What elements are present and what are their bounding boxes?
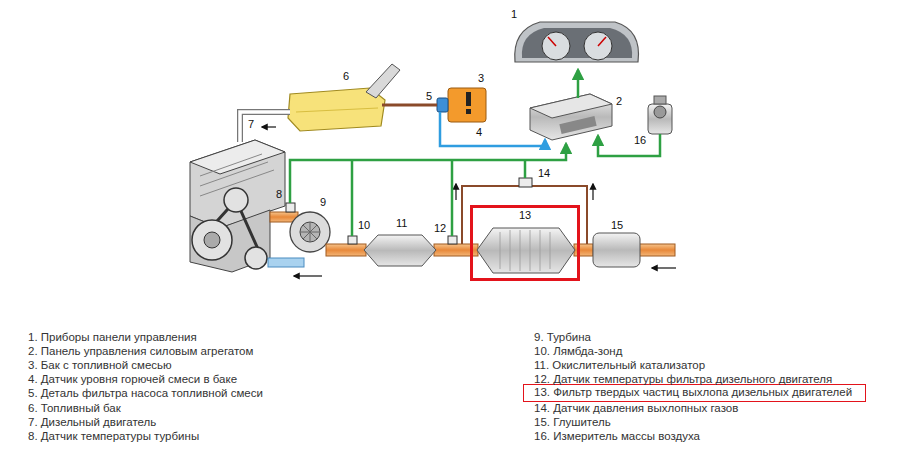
callout-number: 7	[248, 118, 254, 130]
mixture-tank	[437, 88, 486, 122]
callout-number: 11	[396, 217, 407, 229]
engine-control-unit	[530, 94, 612, 140]
sensor	[286, 178, 532, 244]
callout-number: 13	[475, 209, 575, 222]
callout-number: 15	[611, 219, 623, 231]
legend-item: 13. Фильтр твердых частиц выхлопа дизель…	[534, 386, 855, 400]
callout-number: 9	[320, 196, 326, 208]
callout-number: 12	[434, 222, 446, 234]
legend-item: 12. Датчик температуры фильтра дизельног…	[534, 373, 832, 386]
legend-item: 14. Датчик давления выхлопных газов	[534, 402, 738, 415]
turbocharger	[290, 212, 330, 252]
legend-item: 4. Датчик уровня горючей смеси в баке	[28, 373, 237, 386]
fuel-feed-line-core	[240, 112, 290, 142]
oxidation-catalyst	[364, 235, 436, 266]
highlight-frame: 13	[470, 205, 580, 281]
legend-item: 7. Дизельный двигатель	[28, 416, 156, 429]
callout-number: 1	[511, 8, 517, 20]
fuel-feed-line	[240, 112, 290, 142]
legend-item: 3. Бак с топливной смесью	[28, 359, 172, 372]
legend-item: 10. Лямбда-зонд	[534, 345, 622, 358]
legend-item: 9. Турбина	[534, 331, 591, 344]
fuel-return-line	[382, 104, 437, 107]
fuel-tank	[288, 64, 400, 131]
legend-item: 6. Топливный бак	[28, 402, 121, 415]
intake-pipe	[268, 258, 304, 267]
signal-wire	[290, 70, 660, 236]
legend-item: 11. Окислительный катализатор	[534, 359, 705, 372]
highlight-frame: 13. Фильтр твердых частиц выхлопа дизель…	[523, 384, 866, 402]
legend-item: 16. Измеритель массы воздуха	[534, 430, 700, 443]
diesel-engine	[190, 140, 285, 272]
particle-filter	[477, 228, 575, 273]
muffler	[593, 233, 640, 267]
flow-arrow	[262, 126, 276, 127]
callout-number: 14	[538, 167, 550, 179]
callout-number: 16	[634, 134, 646, 146]
legend-item: 5. Деталь фильтра насоса топливной смеси	[28, 387, 263, 400]
flow-arrow	[455, 184, 456, 200]
callout-number: 8	[276, 188, 282, 200]
callout-number: 10	[358, 219, 370, 231]
callout-number: 6	[343, 70, 349, 82]
air-mass-meter	[648, 96, 672, 134]
flow-arrow	[592, 184, 593, 200]
callout-number: 2	[616, 95, 622, 107]
callout-number: 3	[478, 72, 484, 84]
instrument-panel	[515, 22, 639, 62]
flow-arrow	[652, 267, 676, 268]
callout-number: 5	[426, 90, 432, 102]
callout-number: 4	[476, 126, 482, 138]
legend-item: 1. Приборы панели управления	[28, 331, 197, 344]
legend-item: 2. Панель управления силовым агрегатом	[28, 345, 253, 358]
pressure-line	[462, 186, 587, 244]
legend-item: 8. Датчик температуры турбины	[28, 430, 199, 443]
flow-arrow	[294, 275, 322, 276]
legend-item: 15. Глушитель	[534, 416, 611, 429]
